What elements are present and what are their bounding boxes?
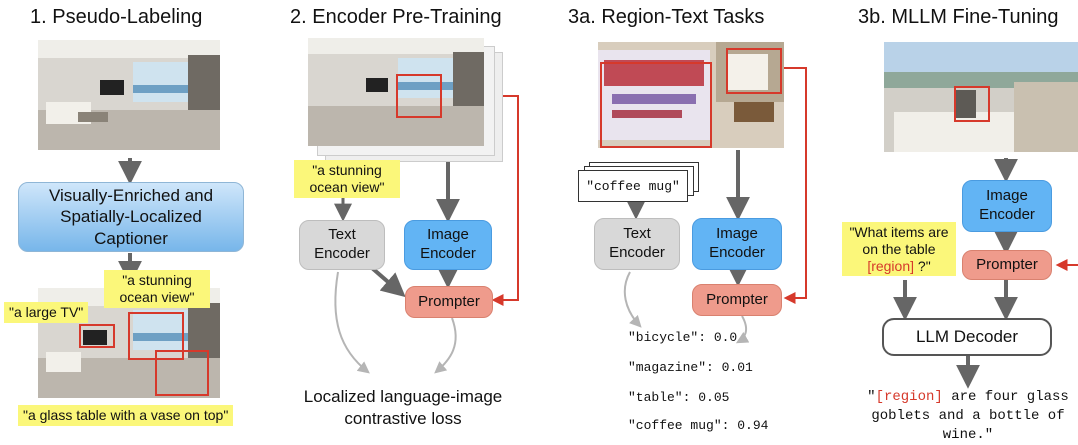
answer-text-block: "[region] are four glass goblets and a b… xyxy=(860,388,1076,445)
arrow-text-encoder-to-prompter xyxy=(370,266,406,298)
region-box-tv xyxy=(79,324,115,348)
doc-coffee-mug-label: "coffee mug" xyxy=(586,178,680,194)
text-encoder-col3-label: Text Encoder xyxy=(609,225,665,261)
doc-coffee-mug: "coffee mug" xyxy=(578,170,688,202)
text-encoder-col2-label: Text Encoder xyxy=(314,226,370,262)
answer-region-token: [region] xyxy=(875,389,943,405)
score-table: "table": 0.05 xyxy=(628,390,730,405)
region-box-mug xyxy=(726,48,782,94)
question-text: "What items are on the table xyxy=(849,224,949,257)
prompter-col4-label: Prompter xyxy=(976,255,1038,273)
arrow-prompter-to-scores xyxy=(735,315,750,344)
score-magazine: "magazine": 0.01 xyxy=(628,360,753,375)
score-coffee-mug: "coffee mug": 0.94 xyxy=(628,418,769,433)
image-encoder-col3-label: Image Encoder xyxy=(709,225,765,261)
tag-ocean-view-input: "a stunning ocean view" xyxy=(294,160,400,198)
living-room-photo xyxy=(38,40,220,150)
prompter-col4: Prompter xyxy=(962,250,1052,280)
arrow-region-to-prompter-col3 xyxy=(782,67,807,304)
region-box-pretrain xyxy=(396,74,442,118)
arrow-prompter-to-loss xyxy=(434,317,457,374)
text-encoder-col2: Text Encoder xyxy=(299,220,385,270)
question-end: ?" xyxy=(917,257,931,274)
question-region-token: [region] xyxy=(867,257,915,274)
col2-title: 2. Encoder Pre-Training xyxy=(290,6,502,28)
region-box-magazine xyxy=(600,62,712,148)
region-box-table-items xyxy=(954,86,990,122)
captioner-box: Visually-Enriched and Spatially-Localize… xyxy=(18,182,244,252)
score-bicycle: "bicycle": 0.0 xyxy=(628,330,738,345)
prompter-col3-label: Prompter xyxy=(706,290,768,308)
image-encoder-col2: Image Encoder xyxy=(404,220,492,270)
text-encoder-col3: Text Encoder xyxy=(594,218,680,270)
llm-decoder-label: LLM Decoder xyxy=(915,327,1019,347)
col3-title: 3a. Region-Text Tasks xyxy=(568,6,765,28)
image-encoder-col2-label: Image Encoder xyxy=(420,226,476,262)
llm-decoder: LLM Decoder xyxy=(882,318,1052,356)
contrastive-loss-label: Localized language-image contrastive los… xyxy=(303,387,503,429)
figure-stage: 1. Pseudo-Labeling Visually-Enriched and… xyxy=(4,6,1078,443)
tag-glass-table: "a glass table with a vase on top" xyxy=(18,405,234,426)
prompter-col2-label: Prompter xyxy=(418,292,480,310)
col4-title: 3b. MLLM Fine-Tuning xyxy=(858,6,1059,28)
col1-title: 1. Pseudo-Labeling xyxy=(30,6,203,28)
question-tag: "What items are on the table [region] ?" xyxy=(842,222,956,277)
answer-open-quote: " xyxy=(867,389,876,405)
captioner-label: Visually-Enriched and Spatially-Localize… xyxy=(48,186,214,248)
tag-ocean-view: "a stunning ocean view" xyxy=(104,270,210,308)
prompter-col3: Prompter xyxy=(692,284,782,316)
prompter-col2: Prompter xyxy=(405,286,493,318)
image-encoder-col3: Image Encoder xyxy=(692,218,782,270)
tag-large-tv: "a large TV" xyxy=(4,302,89,323)
diagram-arrows xyxy=(118,67,1078,389)
image-encoder-col4-label: Image Encoder xyxy=(979,187,1035,223)
arrow-text-to-scores xyxy=(623,271,642,328)
image-encoder-col4: Image Encoder xyxy=(962,180,1052,232)
arrow-text-to-loss xyxy=(334,271,370,374)
region-box-table xyxy=(155,350,209,396)
